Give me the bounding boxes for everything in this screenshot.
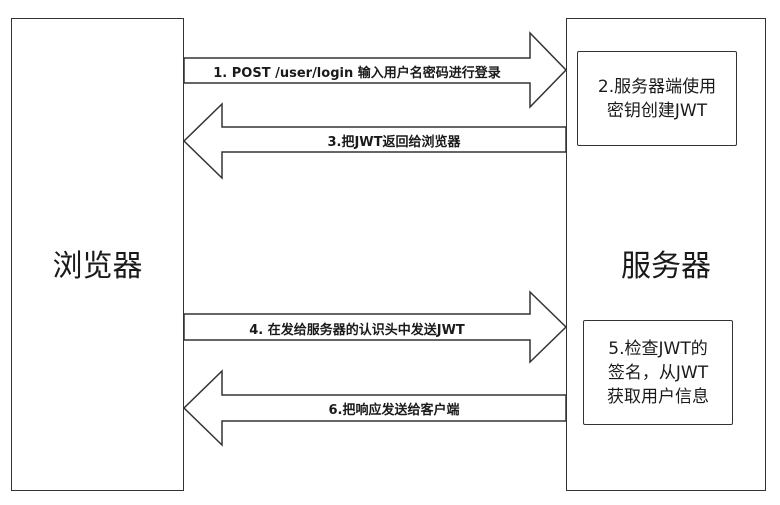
arrow-3-shape bbox=[182, 102, 567, 180]
note-verify-jwt: 5.检查JWT的 签名，从JWT 获取用户信息 bbox=[583, 320, 733, 425]
arrow-1-shape bbox=[183, 31, 568, 109]
message-1-label: 1. POST /user/login 输入用户名密码进行登录 bbox=[213, 66, 501, 81]
server-label: 服务器 bbox=[621, 249, 711, 284]
note-create-jwt: 2.服务器端使用 密钥创建JWT bbox=[577, 51, 737, 146]
arrow-6-shape bbox=[182, 369, 567, 447]
message-4-label: 4. 在发给服务器的认识头中发送JWT bbox=[249, 323, 465, 338]
message-3-label: 3.把JWT返回给浏览器 bbox=[327, 135, 461, 150]
browser-panel: 浏览器 bbox=[11, 18, 184, 491]
browser-label: 浏览器 bbox=[52, 249, 143, 284]
message-6-label: 6.把响应发送给客户端 bbox=[328, 403, 460, 418]
arrow-4-shape bbox=[183, 290, 568, 364]
